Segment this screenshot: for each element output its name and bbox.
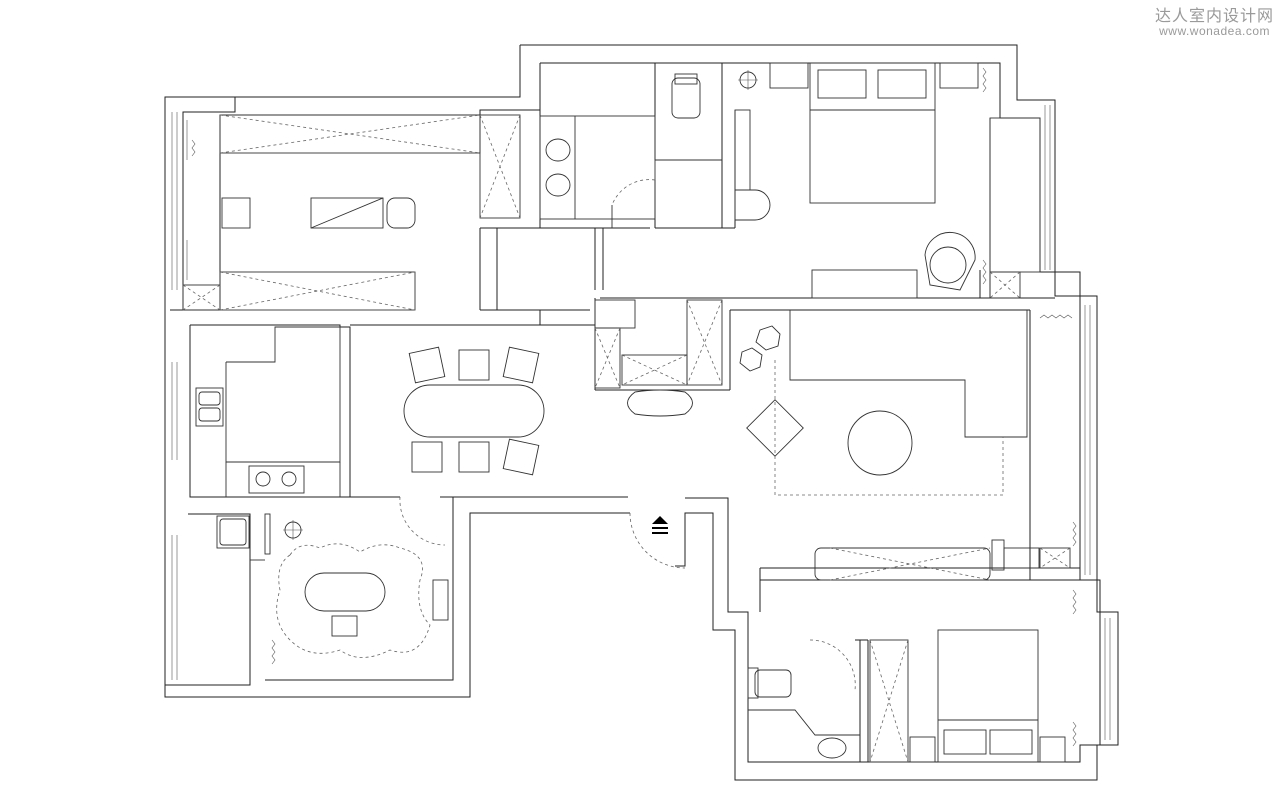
ottoman-icon xyxy=(746,399,804,457)
stove-icon xyxy=(248,465,305,494)
hall-storage xyxy=(594,299,723,417)
second-bedroom xyxy=(869,629,1066,763)
living-room xyxy=(739,310,1028,496)
washbasin-icon xyxy=(545,173,571,197)
watermark-url: www.wonadea.com xyxy=(1159,24,1270,38)
dining-area xyxy=(403,346,545,476)
plant-icon xyxy=(755,325,781,351)
study-room xyxy=(182,114,521,311)
dining-table-icon xyxy=(403,384,545,438)
sofa-icon xyxy=(789,310,1028,438)
sink-icon xyxy=(195,387,224,427)
bed-icon xyxy=(937,629,1039,763)
toilet-icon xyxy=(671,77,701,119)
washbasin-icon xyxy=(817,737,847,759)
kids-room xyxy=(216,496,449,658)
corridor-wardrobe xyxy=(814,539,1071,581)
radiator-icon xyxy=(191,67,1077,747)
entrance xyxy=(629,512,686,569)
bed-icon xyxy=(809,62,936,204)
outer-walls xyxy=(164,44,1119,781)
desk-icon xyxy=(310,197,384,229)
windows xyxy=(171,105,1111,740)
partitions xyxy=(350,63,1080,762)
watermark-title: 达人室内设计网 xyxy=(1154,6,1274,25)
toilet-icon xyxy=(754,669,792,698)
bottom-bathroom xyxy=(747,639,860,759)
washbasin-icon xyxy=(545,138,571,162)
play-table-icon xyxy=(304,572,386,612)
armchair-icon xyxy=(924,231,976,291)
top-bathroom xyxy=(539,73,722,228)
kitchen xyxy=(195,326,341,497)
entrance-arrow-icon xyxy=(652,516,668,524)
master-bedroom xyxy=(734,62,1041,299)
